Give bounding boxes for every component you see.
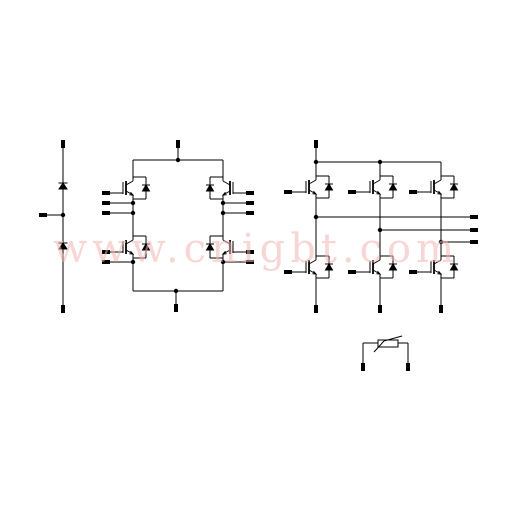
diode-leg [39,140,68,313]
three-phase-bridge [284,140,478,313]
single-phase-h-bridge [102,140,254,312]
ntc-thermistor [361,335,410,371]
